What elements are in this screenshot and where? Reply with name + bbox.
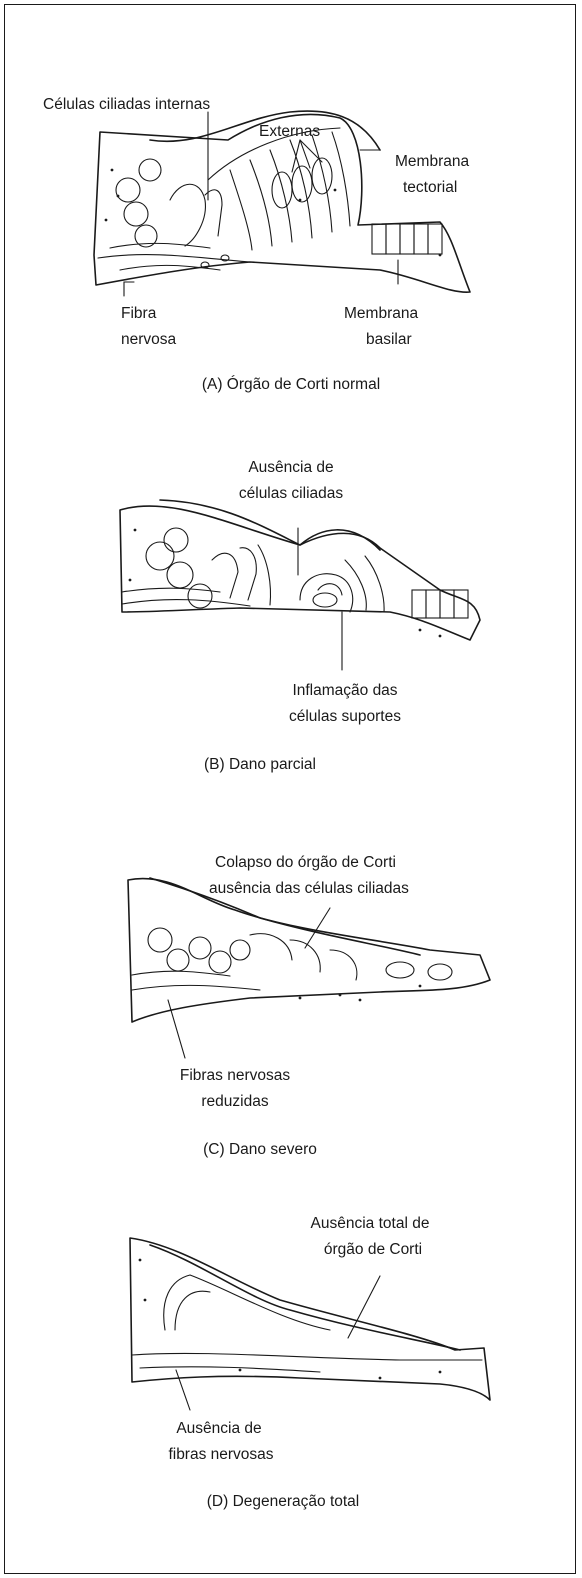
basilar-label-line1: Membrana (344, 305, 418, 322)
panel-b-organ-drawing (120, 500, 480, 640)
outer-hair-cells-label: Externas (259, 123, 320, 140)
collapse-label-line1: Colapso do órgão de Corti (215, 854, 396, 871)
absent-fibers-label-line1: Ausência de (176, 1420, 261, 1437)
panel-a-caption: (A) Órgão de Corti normal (202, 376, 380, 393)
panel-c-organ-drawing (128, 878, 490, 1022)
absence-hair-cells-label-line1: Ausência de (248, 459, 333, 476)
panel-b-partial-damage: Ausência de células ciliadas Inflamação … (120, 459, 480, 773)
inflammation-label-line1: Inflamação das (292, 682, 397, 699)
panel-d-total-degeneration: Ausência total de órgão de Corti Ausênci… (130, 1215, 490, 1510)
reduced-fibers-label-line2: reduzidas (201, 1093, 268, 1110)
panel-b-caption: (B) Dano parcial (204, 756, 316, 773)
reduced-fibers-label-line1: Fibras nervosas (180, 1067, 291, 1084)
inner-hair-cells-label: Células ciliadas internas (43, 96, 210, 113)
nerve-fiber-label-line2: nervosa (121, 331, 177, 348)
panel-a-normal: Células ciliadas internas Externas Membr… (43, 96, 470, 393)
inflammation-label-line2: células suportes (289, 708, 401, 725)
absent-fibers-label-line2: fibras nervosas (168, 1446, 273, 1463)
basilar-label-line2: basilar (366, 331, 412, 348)
total-absence-label-line1: Ausência total de (311, 1215, 430, 1232)
panel-d-leader-lines (176, 1276, 380, 1410)
tectorial-label-line2: tectorial (403, 179, 457, 196)
panel-c-caption: (C) Dano severo (203, 1141, 317, 1158)
nerve-fiber-label-line1: Fibra (121, 305, 157, 322)
panel-c-severe-damage: Colapso do órgão de Corti ausência das c… (128, 854, 490, 1158)
panel-d-organ-drawing (130, 1238, 490, 1400)
absence-hair-cells-label-line2: células ciliadas (239, 485, 343, 502)
total-absence-label-line2: órgão de Corti (324, 1241, 422, 1258)
panel-d-caption: (D) Degeneração total (207, 1493, 360, 1510)
panel-b-leader-lines (298, 528, 342, 670)
panel-c-leader-lines (168, 908, 330, 1058)
tectorial-label-line1: Membrana (395, 153, 469, 170)
collapse-label-line2: ausência das células ciliadas (209, 880, 409, 897)
